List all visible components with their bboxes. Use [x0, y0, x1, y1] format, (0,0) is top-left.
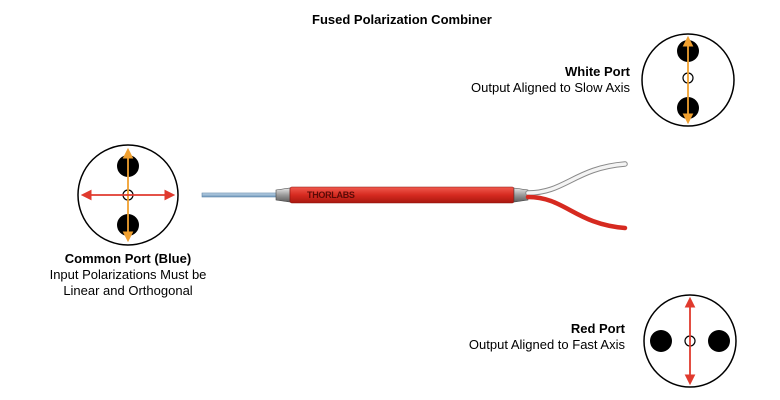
brand-logo: THORLABS: [307, 190, 355, 200]
red-port-description: Output Aligned to Fast Axis: [468, 337, 625, 352]
output-ferrule: [513, 187, 529, 203]
red-port-cross-section: [643, 294, 737, 388]
white-port-cross-section: [641, 33, 735, 127]
red-port-stress-rod-left: [650, 330, 672, 352]
red-port-stress-rod-right: [708, 330, 730, 352]
common-port-ferrule: [275, 187, 291, 203]
common-port-title: Common Port (Blue): [64, 251, 192, 266]
white-port-caption: White Port Output Aligned to Slow Axis: [420, 64, 630, 96]
white-port-title: White Port: [565, 64, 630, 79]
common-port-description-line2: Linear and Orthogonal: [63, 283, 193, 298]
red-port-caption: Red Port Output Aligned to Fast Axis: [415, 321, 625, 353]
common-port-fiber: [201, 192, 279, 198]
white-port-fiber-inner: [526, 162, 627, 195]
red-port-title: Red Port: [570, 321, 625, 336]
common-port-caption: Common Port (Blue) Input Polarizations M…: [48, 251, 208, 299]
common-port-description-line1: Input Polarizations Must be: [49, 267, 207, 282]
red-port-fiber: [525, 194, 628, 231]
white-port-description: Output Aligned to Slow Axis: [471, 80, 630, 95]
fiber-combiner: [201, 161, 628, 231]
common-port-cross-section: [77, 144, 179, 246]
diagram-title: Fused Polarization Combiner: [312, 12, 492, 27]
